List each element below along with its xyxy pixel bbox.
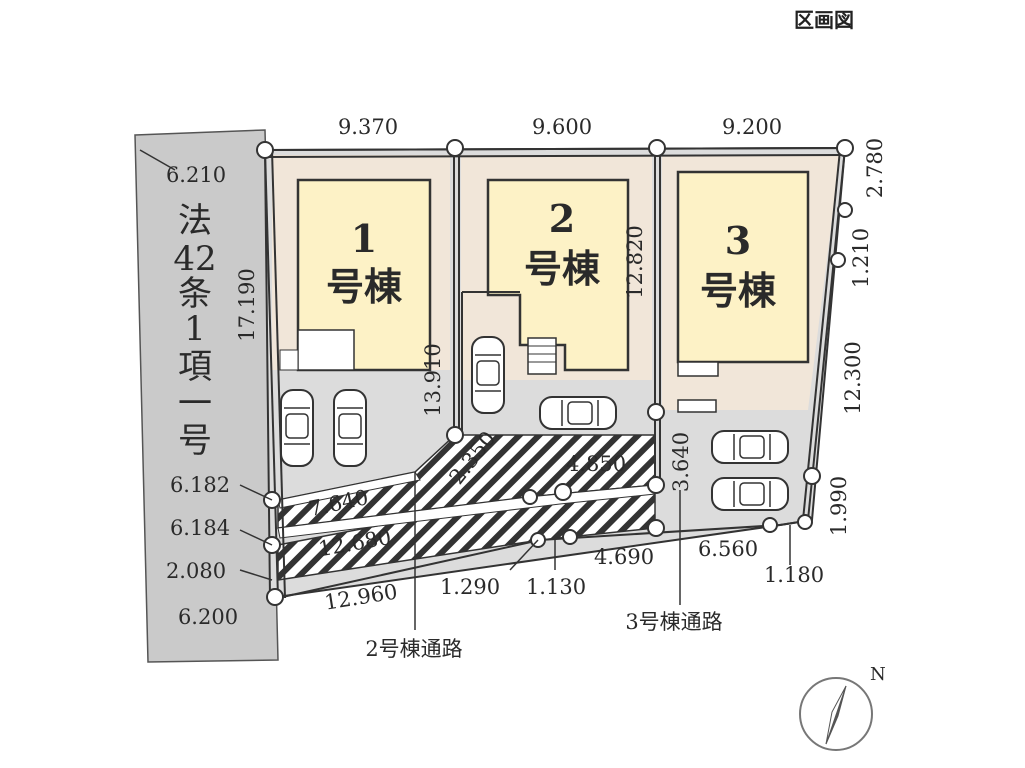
dim-lot1-right: 13.910 xyxy=(421,343,445,416)
house-3 xyxy=(676,170,810,364)
dim-right-2: 1.210 xyxy=(849,228,873,288)
road-char-3: 1 xyxy=(184,309,206,349)
dim-bottom-6: 1.180 xyxy=(764,563,824,587)
dim-bottom-2: 1.290 xyxy=(440,575,500,599)
dim-bottom-3: 1.130 xyxy=(526,575,586,599)
passage-lot-3-label: 3号棟通路 xyxy=(625,610,722,634)
lot-3-label: 号棟 xyxy=(700,268,777,313)
road-char-5: 一 xyxy=(178,384,212,424)
lot-3-number: 3 xyxy=(725,218,751,263)
lot-1-label: 号棟 xyxy=(326,264,403,309)
dim-top-2: 9.600 xyxy=(532,115,592,139)
road-char-0: 法 xyxy=(178,201,212,241)
lot-2-number: 2 xyxy=(549,196,575,241)
house-2 xyxy=(486,178,630,372)
car-lot-1-a xyxy=(280,389,314,467)
dim-road-1: 6.210 xyxy=(166,163,226,187)
lot-2-label: 号棟 xyxy=(524,246,601,291)
passage-lot-2-label: 2号棟通路 xyxy=(365,637,462,661)
road-char-2: 条 xyxy=(178,274,212,314)
car-lot-3-b xyxy=(711,477,789,511)
lot-2-steps xyxy=(527,337,557,375)
dim-top-3: 9.200 xyxy=(722,115,782,139)
dim-path-4: 3.640 xyxy=(669,432,693,492)
car-lot-3-a xyxy=(711,430,789,464)
dim-right-1: 2.780 xyxy=(863,138,887,198)
road-char-4: 項 xyxy=(178,347,212,387)
dim-top-1: 9.370 xyxy=(338,115,398,139)
dim-road-3: 6.184 xyxy=(170,516,230,540)
dim-right-4: 1.990 xyxy=(827,476,851,536)
road-char-6: 号 xyxy=(178,421,212,461)
dim-bottom-4: 4.690 xyxy=(594,545,654,569)
house-1 xyxy=(296,178,432,372)
public-road xyxy=(134,129,279,663)
road-char-1: 42 xyxy=(173,239,216,279)
dim-path-3: 4.850 xyxy=(566,452,626,476)
dim-road-2: 6.182 xyxy=(170,473,230,497)
lot-1-number: 1 xyxy=(351,216,377,261)
dim-road-4: 2.080 xyxy=(166,559,226,583)
page-title: 区画図 xyxy=(794,8,854,32)
compass-icon: N xyxy=(799,664,886,751)
car-lot-2-a xyxy=(471,336,505,414)
dim-road-5: 6.200 xyxy=(178,605,238,629)
dim-lot1-side: 17.190 xyxy=(235,268,259,341)
dim-lot2-right: 12.820 xyxy=(623,225,647,298)
dim-right-3: 12.300 xyxy=(841,341,865,414)
boundary-markers xyxy=(256,139,854,606)
car-lot-1-b xyxy=(333,389,367,467)
car-lot-2-b xyxy=(539,396,617,430)
dim-bottom-5: 6.560 xyxy=(698,537,758,561)
compass-north-label: N xyxy=(870,664,886,685)
